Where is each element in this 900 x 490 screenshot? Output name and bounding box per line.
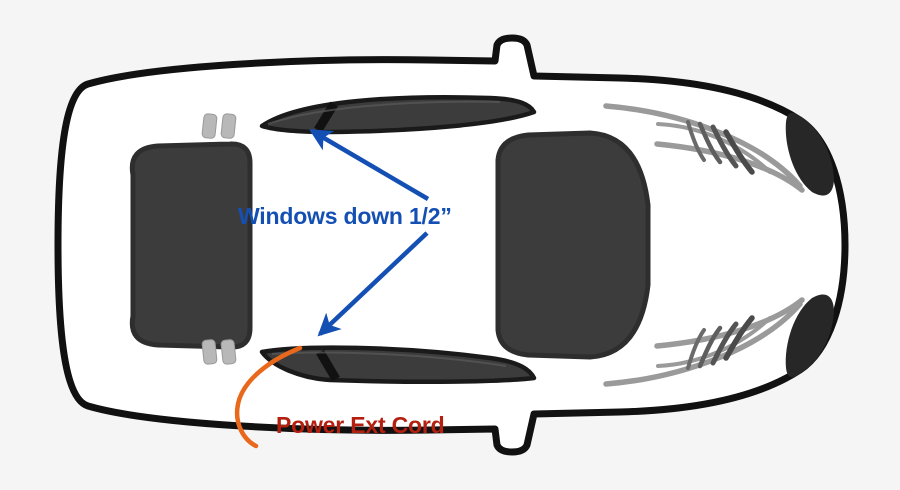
headlight-top — [785, 112, 834, 196]
hood-vent-bottom-arc-2 — [697, 325, 723, 369]
window-top-highlight — [267, 100, 501, 125]
exhaust-top-right — [220, 113, 237, 139]
arrow-to-bottom-window — [317, 231, 429, 337]
power-ext-cord — [234, 345, 303, 449]
power-cord-line — [234, 345, 303, 449]
arrow-to-top-window — [309, 129, 430, 201]
headlight-top-lens — [785, 112, 834, 196]
hood-vent-top — [603, 103, 805, 193]
headlight-bottom-lens — [785, 294, 834, 378]
b-pillar-top — [314, 101, 338, 133]
exhaust-top-left — [201, 113, 218, 139]
hood-vent-top-arc-3 — [710, 124, 739, 169]
side-window-bottom — [259, 345, 537, 384]
hood-vent-bottom-arc-3 — [710, 321, 739, 366]
hood-vent-top-arc-4 — [723, 129, 755, 175]
windshield — [495, 130, 651, 360]
hood-vent-bottom-arc-4 — [723, 315, 755, 361]
exhaust-top — [201, 113, 237, 139]
windows-down-label: Windows down 1/2” — [238, 203, 452, 229]
hood-vent-top-arc-1 — [686, 120, 706, 162]
b-pillar-bottom — [316, 349, 340, 382]
rear-window — [129, 141, 253, 350]
hood-vent-top-arc-2 — [697, 121, 723, 165]
exhaust-bottom — [201, 339, 237, 365]
headlight-bottom — [785, 294, 834, 378]
windshield-glass — [495, 130, 651, 360]
hood-vent-bottom-arc-1 — [686, 328, 706, 370]
exhaust-bottom-right — [220, 339, 237, 365]
hood-vent-bottom — [603, 297, 805, 387]
rear-window-glass — [129, 141, 253, 350]
annotation-arrows — [309, 129, 430, 337]
power-ext-cord-label: Power Ext Cord — [276, 412, 445, 438]
window-bottom-highlight — [271, 351, 507, 367]
exhaust-bottom-left — [201, 339, 218, 365]
